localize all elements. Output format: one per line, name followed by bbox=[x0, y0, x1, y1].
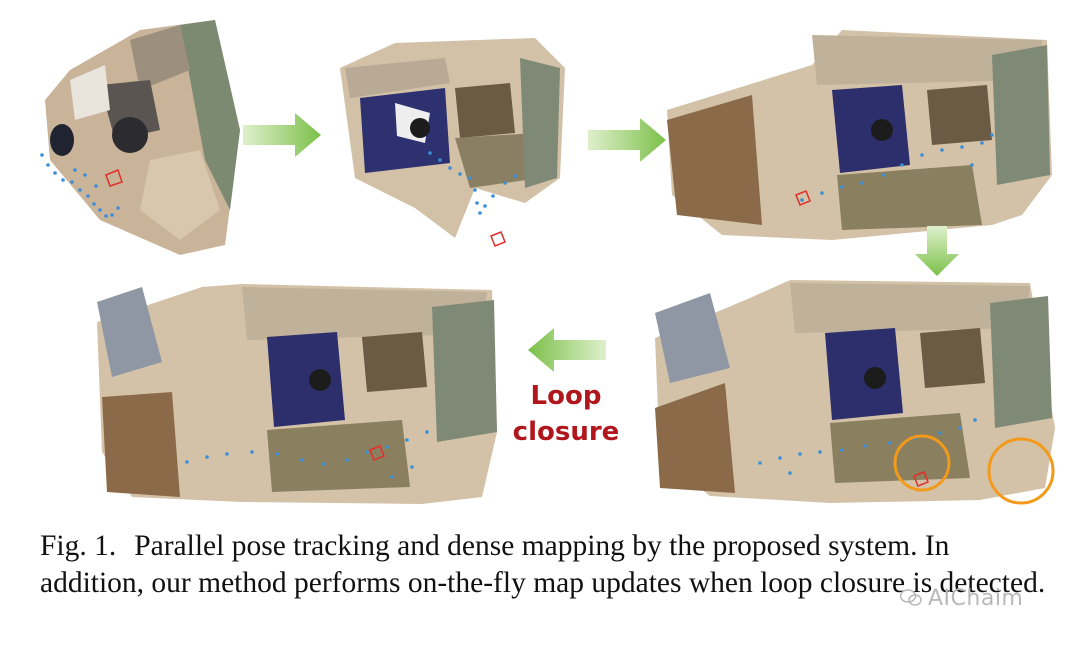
loop-closure-label: Loop closure bbox=[510, 378, 622, 450]
watermark-text: AIChaim bbox=[928, 586, 1024, 611]
wechat-icon bbox=[899, 588, 922, 606]
camera-marker-5 bbox=[369, 445, 385, 461]
scene-reconstruction-1 bbox=[30, 10, 245, 255]
camera-marker-1 bbox=[105, 168, 123, 187]
loop-label-line1: Loop bbox=[530, 381, 602, 411]
trajectory-points-5 bbox=[185, 430, 429, 479]
figure-caption: Fig. 1.Parallel pose tracking and dense … bbox=[40, 528, 1050, 602]
camera-marker-3 bbox=[795, 190, 811, 206]
scene-reconstruction-2 bbox=[335, 28, 570, 253]
scene-reconstruction-4 bbox=[650, 278, 1060, 506]
scene-reconstruction-5 bbox=[92, 282, 502, 507]
highlight-circle-2 bbox=[987, 437, 1055, 505]
camera-marker-2 bbox=[490, 231, 506, 247]
trajectory-points-3 bbox=[800, 133, 994, 202]
arrow-right-1 bbox=[243, 113, 321, 162]
arrow-right-2 bbox=[588, 118, 666, 167]
figure-panel: Loop closure bbox=[30, 10, 1060, 507]
arrow-left bbox=[528, 328, 606, 377]
caption-label: Fig. 1. bbox=[40, 530, 117, 562]
arrow-down bbox=[915, 226, 959, 281]
trajectory-points-4 bbox=[758, 418, 977, 475]
highlight-circle-1 bbox=[893, 434, 951, 492]
loop-label-line2: closure bbox=[512, 417, 620, 447]
watermark: AIChaim bbox=[899, 586, 1024, 611]
camera-marker-4 bbox=[913, 471, 929, 487]
caption-text: Parallel pose tracking and dense mapping… bbox=[40, 530, 1046, 599]
trajectory-points-1 bbox=[40, 153, 120, 218]
trajectory-points-2 bbox=[428, 151, 517, 215]
scene-reconstruction-3 bbox=[662, 25, 1057, 245]
